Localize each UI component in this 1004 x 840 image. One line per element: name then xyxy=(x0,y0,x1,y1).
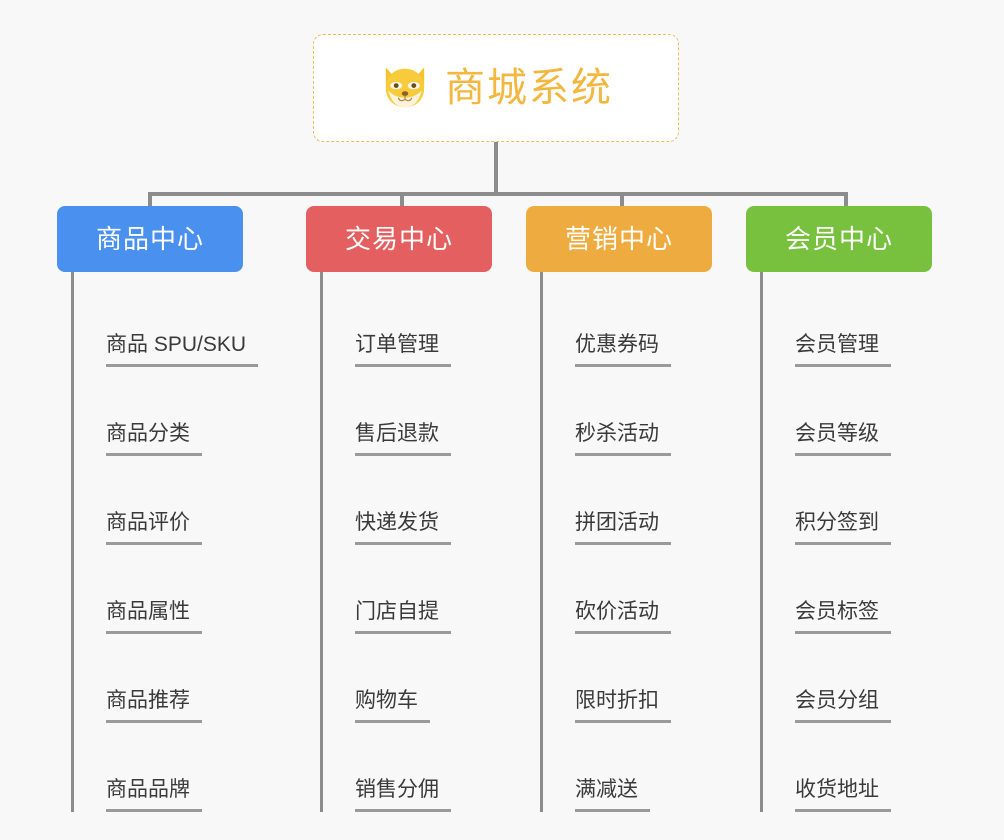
leaf-label: 收货地址 xyxy=(795,779,891,812)
leaf-item[interactable]: 门店自提 xyxy=(325,545,526,634)
leaf-stack: 商品 SPU/SKU 商品分类 商品评价 商品属性 商品推荐 商品品牌 xyxy=(71,272,277,812)
leaf-stack: 优惠券码 秒杀活动 拼团活动 砍价活动 限时折扣 满减送 xyxy=(540,272,746,812)
category-header-marketing[interactable]: 营销中心 xyxy=(526,206,712,272)
leaf-item[interactable]: 快递发货 xyxy=(325,456,526,545)
category-header-trade[interactable]: 交易中心 xyxy=(306,206,492,272)
leaf-item[interactable]: 商品推荐 xyxy=(76,634,277,723)
leaf-label: 售后退款 xyxy=(355,423,451,456)
connector-drop-1 xyxy=(400,192,404,210)
leaf-item[interactable]: 订单管理 xyxy=(325,278,526,367)
leaf-item[interactable]: 满减送 xyxy=(545,723,746,812)
leaf-stack: 会员管理 会员等级 积分签到 会员标签 会员分组 收货地址 xyxy=(760,272,966,812)
connector-drop-0 xyxy=(148,192,152,210)
leaf-label: 门店自提 xyxy=(355,601,451,634)
leaf-label: 会员标签 xyxy=(795,601,891,634)
leaf-item[interactable]: 商品评价 xyxy=(76,456,277,545)
leaf-item[interactable]: 砍价活动 xyxy=(545,545,746,634)
category-label: 会员中心 xyxy=(784,224,893,254)
leaf-label: 优惠券码 xyxy=(575,334,671,367)
connector-root-stem xyxy=(494,142,498,194)
branch-column-product: 商品中心 商品 SPU/SKU 商品分类 商品评价 商品属性 商品推荐 商品品牌 xyxy=(57,206,277,812)
leaf-label: 销售分佣 xyxy=(355,779,451,812)
leaf-label: 商品属性 xyxy=(106,601,202,634)
leaf-item[interactable]: 收货地址 xyxy=(765,723,966,812)
leaf-label: 满减送 xyxy=(575,779,650,812)
leaf-label: 商品推荐 xyxy=(106,690,202,723)
root-title: 商城系统 xyxy=(445,66,613,110)
leaf-label: 快递发货 xyxy=(355,512,451,545)
leaf-label: 商品品牌 xyxy=(106,779,202,812)
leaf-item[interactable]: 拼团活动 xyxy=(545,456,746,545)
leaf-label: 会员等级 xyxy=(795,423,891,456)
leaf-label: 商品评价 xyxy=(106,512,202,545)
root-node[interactable]: 商城系统 xyxy=(313,34,679,142)
category-header-product[interactable]: 商品中心 xyxy=(57,206,243,272)
connector-drop-3 xyxy=(844,192,848,210)
leaf-item[interactable]: 会员管理 xyxy=(765,278,966,367)
leaf-item[interactable]: 会员等级 xyxy=(765,367,966,456)
category-label: 商品中心 xyxy=(95,224,204,254)
shiba-dog-icon xyxy=(385,67,425,108)
leaf-item[interactable]: 售后退款 xyxy=(325,367,526,456)
leaf-label: 会员管理 xyxy=(795,334,891,367)
leaf-item[interactable]: 会员标签 xyxy=(765,545,966,634)
leaf-label: 限时折扣 xyxy=(575,690,671,723)
leaf-label: 拼团活动 xyxy=(575,512,671,545)
connector-horizontal-bus xyxy=(148,192,848,196)
leaf-label: 购物车 xyxy=(355,690,430,723)
leaf-label: 订单管理 xyxy=(355,334,451,367)
leaf-item[interactable]: 销售分佣 xyxy=(325,723,526,812)
leaf-item[interactable]: 会员分组 xyxy=(765,634,966,723)
leaf-item[interactable]: 商品品牌 xyxy=(76,723,277,812)
branch-column-member: 会员中心 会员管理 会员等级 积分签到 会员标签 会员分组 收货地址 xyxy=(746,206,966,812)
leaf-item[interactable]: 商品分类 xyxy=(76,367,277,456)
connector-drop-2 xyxy=(620,192,624,210)
leaf-stack: 订单管理 售后退款 快递发货 门店自提 购物车 销售分佣 xyxy=(320,272,526,812)
leaf-item[interactable]: 限时折扣 xyxy=(545,634,746,723)
branch-column-trade: 交易中心 订单管理 售后退款 快递发货 门店自提 购物车 销售分佣 xyxy=(306,206,526,812)
leaf-label: 积分签到 xyxy=(795,512,891,545)
category-label: 交易中心 xyxy=(344,224,453,254)
leaf-item[interactable]: 秒杀活动 xyxy=(545,367,746,456)
leaf-item[interactable]: 积分签到 xyxy=(765,456,966,545)
leaf-label: 会员分组 xyxy=(795,690,891,723)
leaf-item[interactable]: 商品 SPU/SKU xyxy=(76,278,277,367)
category-header-member[interactable]: 会员中心 xyxy=(746,206,932,272)
leaf-item[interactable]: 优惠券码 xyxy=(545,278,746,367)
leaf-label: 商品 SPU/SKU xyxy=(106,334,259,367)
leaf-item[interactable]: 商品属性 xyxy=(76,545,277,634)
leaf-label: 秒杀活动 xyxy=(575,423,671,456)
leaf-item[interactable]: 购物车 xyxy=(325,634,526,723)
leaf-label: 砍价活动 xyxy=(575,601,671,634)
leaf-label: 商品分类 xyxy=(106,423,202,456)
category-label: 营销中心 xyxy=(564,224,673,254)
branch-column-marketing: 营销中心 优惠券码 秒杀活动 拼团活动 砍价活动 限时折扣 满减送 xyxy=(526,206,746,812)
